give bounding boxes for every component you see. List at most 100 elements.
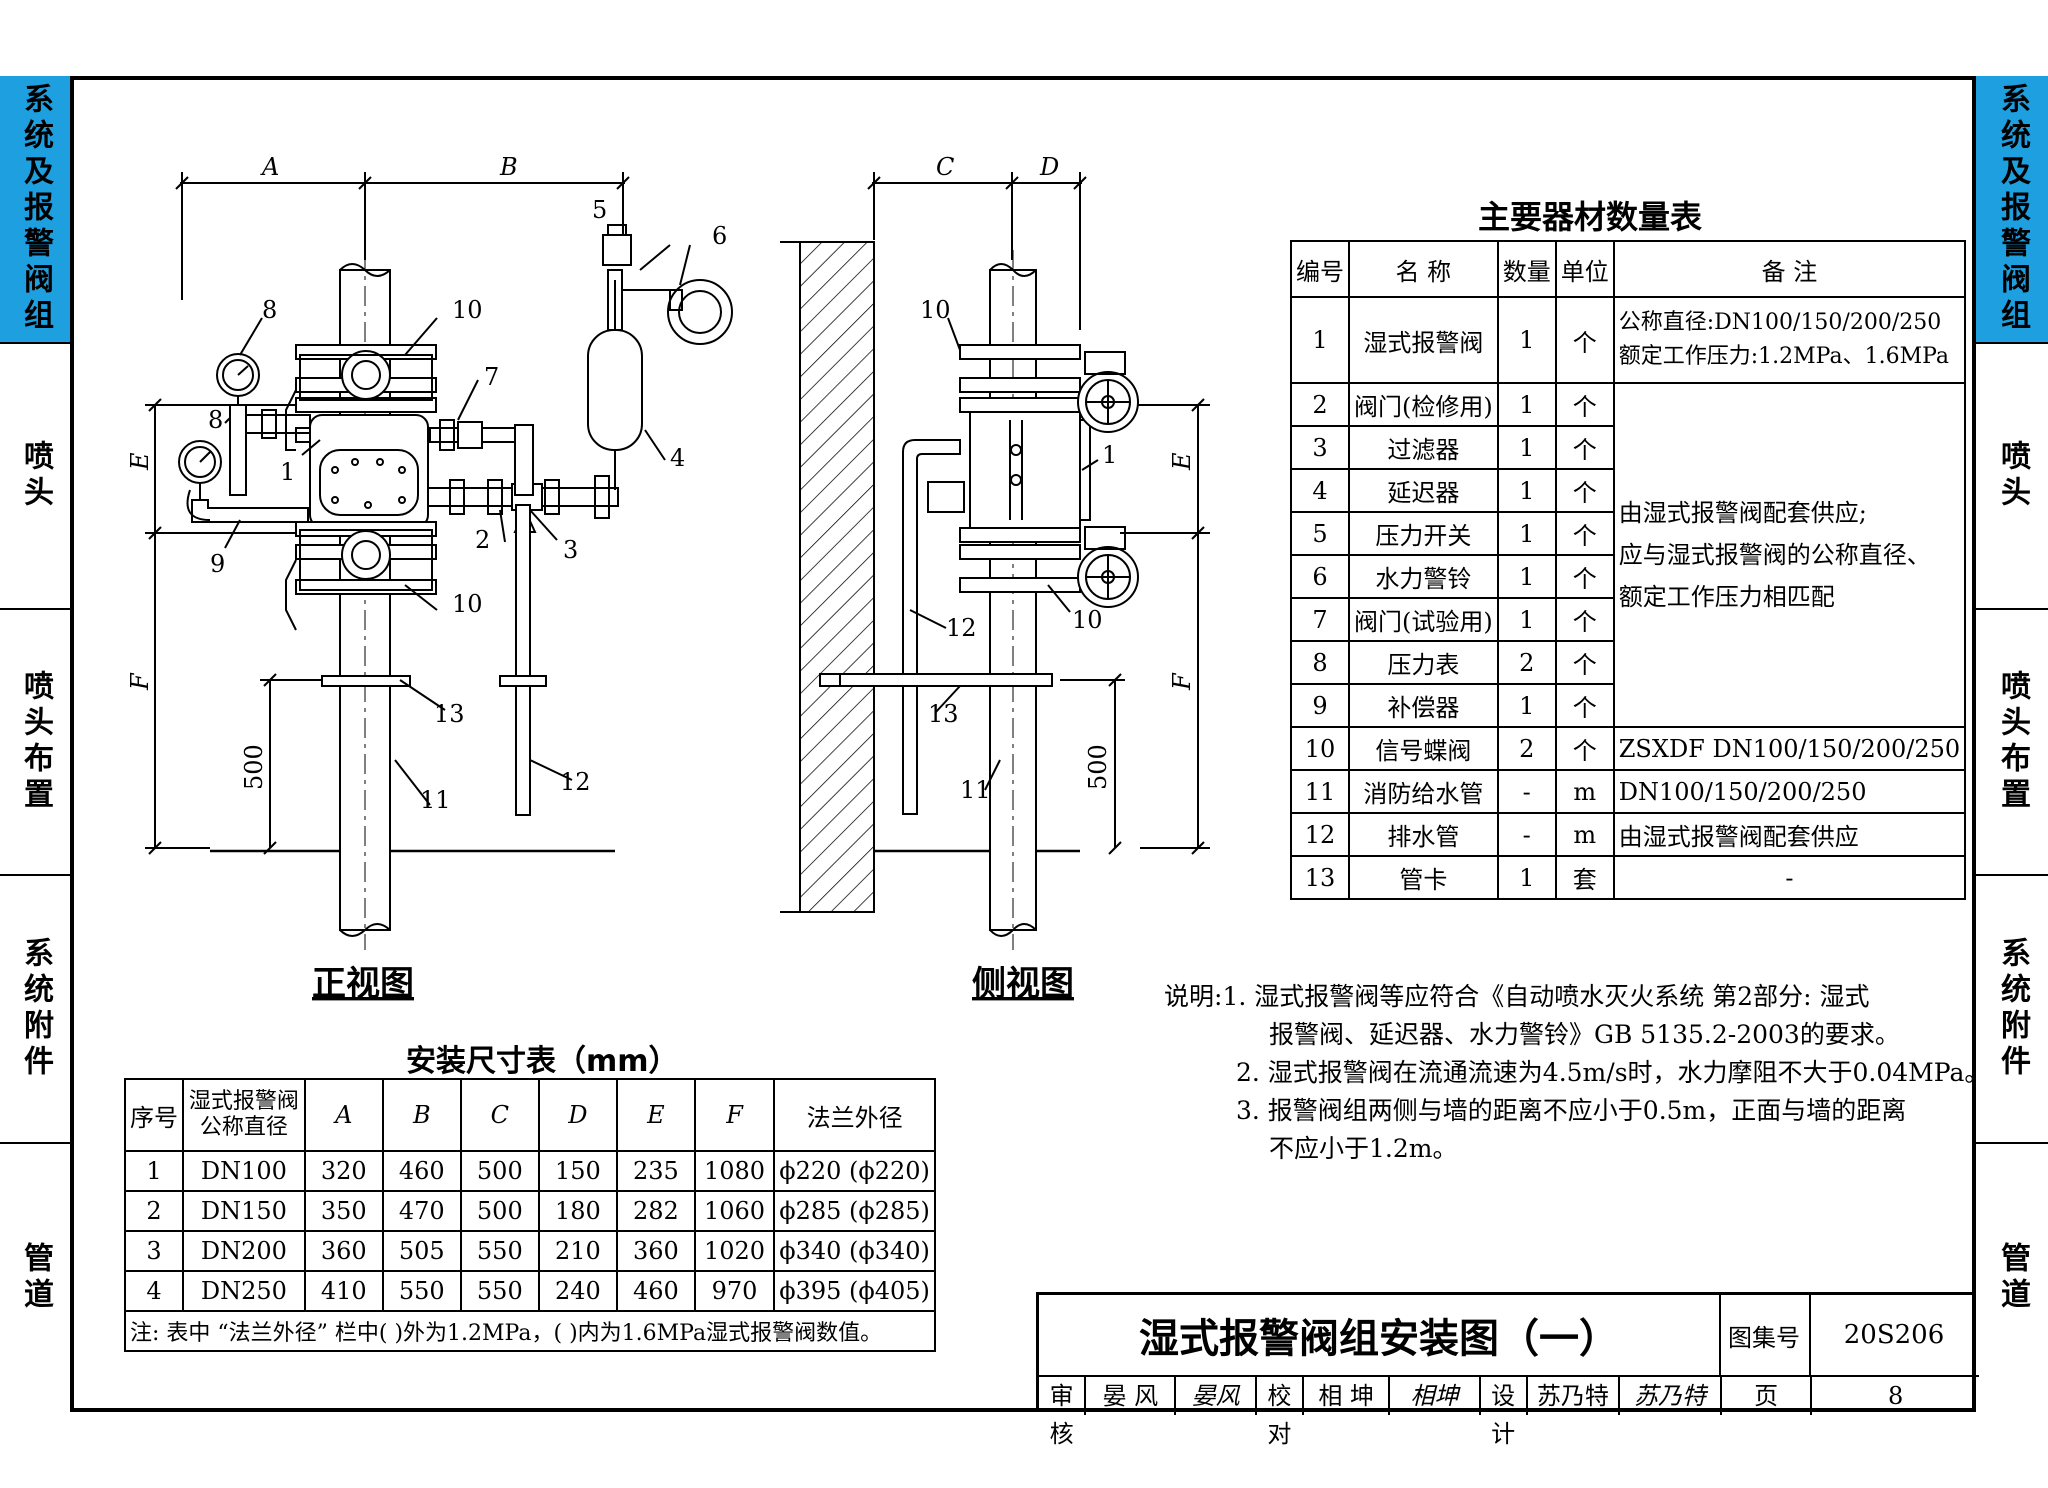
cell: 水力警铃 xyxy=(1348,554,1499,599)
tab-pipes[interactable]: 管道 xyxy=(18,1242,53,1314)
remark-cell: DN100/150/200/250 xyxy=(1612,769,1967,814)
side-view-drawing xyxy=(780,172,1210,950)
note-line: 不应小于1.2m。 xyxy=(1269,1134,1458,1163)
tab-pipes[interactable]: 管道 xyxy=(1995,1242,2030,1314)
title-block: 湿式报警阀组安装图（一） 图集号 20S206 审核 晏 风 晏风 校对 相 坤… xyxy=(1036,1292,1979,1448)
cell: m xyxy=(1554,812,1615,857)
tab-sprinkler[interactable]: 喷头 xyxy=(1976,344,2048,610)
side-view-dim-labels: C D E F 500 xyxy=(936,153,1196,790)
tab-sprinkler[interactable]: 喷头 xyxy=(0,344,70,610)
remark-line: 额定工作压力相匹配 xyxy=(1618,583,1835,611)
materials-table-title: 主要器材数量表 xyxy=(1478,198,1703,236)
cell: 个 xyxy=(1554,425,1615,470)
page-number: 8 xyxy=(1887,1382,1904,1410)
side-view-callouts: 1 10 10 11 12 13 xyxy=(920,296,1117,804)
reviewer-name: 晏 风 xyxy=(1086,1377,1177,1415)
dim-e: E xyxy=(126,452,154,471)
cell: 1 xyxy=(1496,554,1557,599)
tab-sprinkler-layout[interactable]: 喷头布置 xyxy=(0,610,70,876)
cell: DN150 xyxy=(182,1190,306,1232)
remark-line: 应与湿式报警阀的公称直径、 xyxy=(1618,541,1931,569)
review-label: 审核 xyxy=(1039,1377,1087,1448)
cell: 550 xyxy=(459,1230,540,1272)
tab-sprinkler-layout[interactable]: 喷头布置 xyxy=(1976,610,2048,876)
cell: 延迟器 xyxy=(1348,468,1499,513)
drawing-frame xyxy=(70,76,1976,1412)
note-text: 1. 湿式报警阀等应符合《自动喷水灭火系统 第2部分: 湿式 xyxy=(1222,982,1870,1011)
callout-12: 12 xyxy=(560,768,591,796)
cell: 505 xyxy=(381,1230,462,1272)
callout-10-bottom: 10 xyxy=(452,590,483,618)
callout-8-bottom: 8 xyxy=(208,406,223,434)
cell: 12 xyxy=(1290,812,1350,857)
cell: 180 xyxy=(537,1190,618,1232)
tab-system-accessories[interactable]: 系统附件 xyxy=(0,876,70,1144)
dim-500: 500 xyxy=(240,744,268,790)
cell: 3 xyxy=(124,1230,184,1272)
dim-e: E xyxy=(1168,452,1196,471)
cell: 阀门(检修用) xyxy=(1348,382,1499,427)
atlas-label: 图集号 xyxy=(1719,1295,1811,1375)
cell: 压力表 xyxy=(1348,640,1499,685)
page-label: 页 xyxy=(1722,1377,1813,1415)
callout-8-top: 8 xyxy=(262,296,277,324)
cell: 282 xyxy=(615,1190,696,1232)
cell: 4 xyxy=(124,1270,184,1312)
cell: - xyxy=(1496,769,1557,814)
cell: 550 xyxy=(459,1270,540,1312)
tab-system-accessories[interactable]: 系统附件 xyxy=(1976,876,2048,1144)
dim-f: F xyxy=(1168,672,1196,691)
cell: 460 xyxy=(615,1270,696,1312)
cell: 1 xyxy=(1496,425,1557,470)
side-view-title: 侧视图 xyxy=(972,964,1074,1004)
dim-a: A xyxy=(260,153,279,181)
cell: 个 xyxy=(1554,554,1615,599)
cell: 个 xyxy=(1554,296,1615,384)
cell: 个 xyxy=(1554,726,1615,771)
header-cell: 编号 xyxy=(1290,240,1350,298)
cell: 补偿器 xyxy=(1348,683,1499,728)
front-view-callouts: 1 2 3 4 5 6 7 8 8 9 10 10 11 12 13 xyxy=(208,196,727,814)
cell: 个 xyxy=(1554,511,1615,556)
header-cell: B xyxy=(381,1078,462,1152)
dimensions-header-row: 序号 湿式报警阀公称直径 A B C D E F 法兰外径 xyxy=(124,1078,936,1152)
table-row: 注: 表中 “法兰外径” 栏中( )外为1.2MPa，( )内为1.6MPa湿式… xyxy=(124,1310,936,1352)
front-view-drawing xyxy=(145,172,733,950)
cell: 970 xyxy=(693,1270,776,1312)
dim-b: B xyxy=(499,153,518,181)
check-label: 校对 xyxy=(1257,1377,1304,1448)
callout-1: 1 xyxy=(280,458,295,486)
cell: ϕ395 (ϕ405) xyxy=(773,1270,936,1312)
cell: 排水管 xyxy=(1348,812,1499,857)
cell: 2 xyxy=(124,1190,184,1232)
tab-system-alarm-valve[interactable]: 系统及报警阀组 xyxy=(0,76,70,344)
cell: 320 xyxy=(303,1150,384,1192)
header-cell: 序号 xyxy=(124,1078,184,1152)
remark-cell: ZSXDF DN100/150/200/250 xyxy=(1612,726,1967,771)
designer-name: 苏乃特 xyxy=(1528,1377,1620,1415)
callout-2: 2 xyxy=(475,526,490,554)
dim-c: C xyxy=(936,153,954,181)
callout-5: 5 xyxy=(592,196,607,224)
cell: 2 xyxy=(1496,640,1557,685)
cell: 1080 xyxy=(693,1150,776,1192)
cell: 11 xyxy=(1290,769,1350,814)
cell: 360 xyxy=(303,1230,384,1272)
cell: 500 xyxy=(459,1190,540,1232)
header-cell: 名 称 xyxy=(1348,240,1499,298)
note-line: 2. 湿式报警阀在流通流速为4.5m/s时，水力摩阻不大于0.04MPa。 xyxy=(1236,1058,1990,1087)
cell: DN100 xyxy=(182,1150,306,1192)
header-cell: 湿式报警阀公称直径 xyxy=(182,1078,306,1152)
tab-system-alarm-valve[interactable]: 系统及报警阀组 xyxy=(1976,76,2048,344)
callout-1: 1 xyxy=(1102,441,1117,469)
materials-table: 编号 名 称 数量 单位 备 注 1 湿式报警阀 1 个 公称直径:DN100/… xyxy=(1290,240,1967,900)
